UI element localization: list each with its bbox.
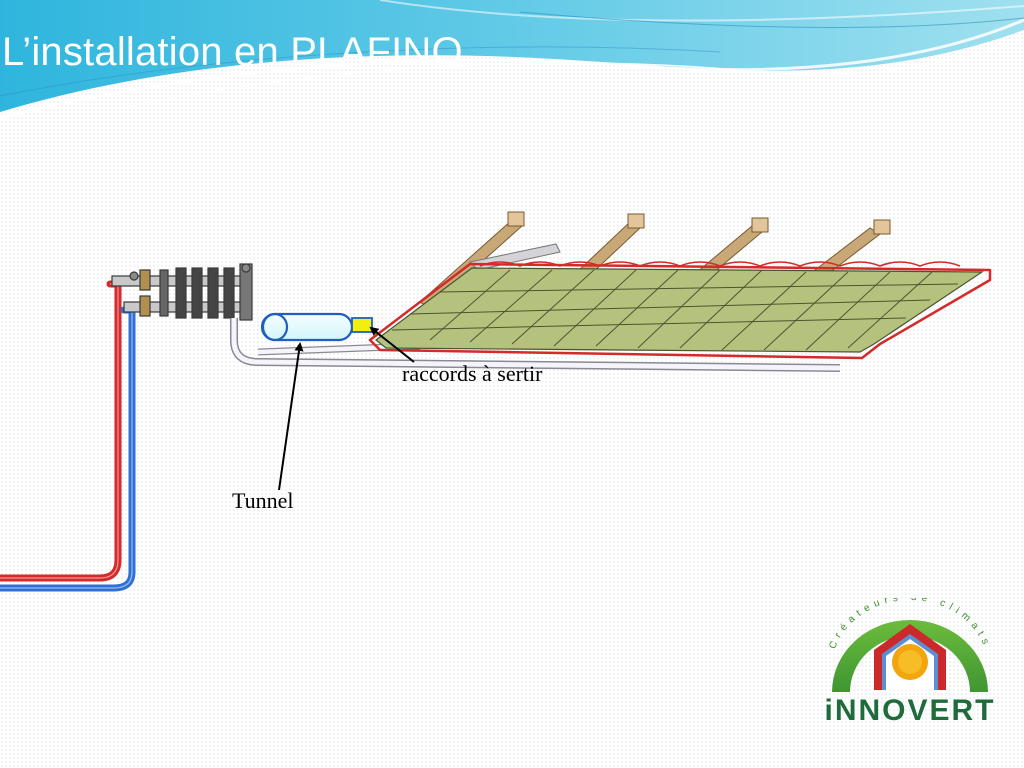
- manifold: [111, 263, 253, 321]
- press-fittings: [351, 317, 373, 333]
- tunnel-label: Tunnel: [232, 488, 294, 513]
- innovert-logo: Créateurs de climats iNNOVERT: [824, 598, 995, 727]
- logo-name: iNNOVERT: [824, 694, 995, 727]
- drop-pipes: [0, 280, 136, 592]
- header-banner: [0, 0, 1024, 120]
- return-pipe-highlight: [0, 309, 133, 589]
- annotation-arrows: [278, 326, 415, 491]
- supply-pipe-highlight: [0, 283, 119, 579]
- fittings-arrow: [369, 326, 415, 363]
- supply-pipe: [0, 280, 122, 582]
- radiant-panels: [368, 261, 992, 360]
- return-pipe: [0, 306, 136, 592]
- tunnel-arrow: [278, 342, 304, 491]
- logo-arc: [832, 620, 988, 692]
- slide-title: L’installation en PLAFINO: [2, 30, 463, 74]
- tunnel: [260, 312, 354, 342]
- fittings-label: raccords à sertir: [402, 361, 543, 386]
